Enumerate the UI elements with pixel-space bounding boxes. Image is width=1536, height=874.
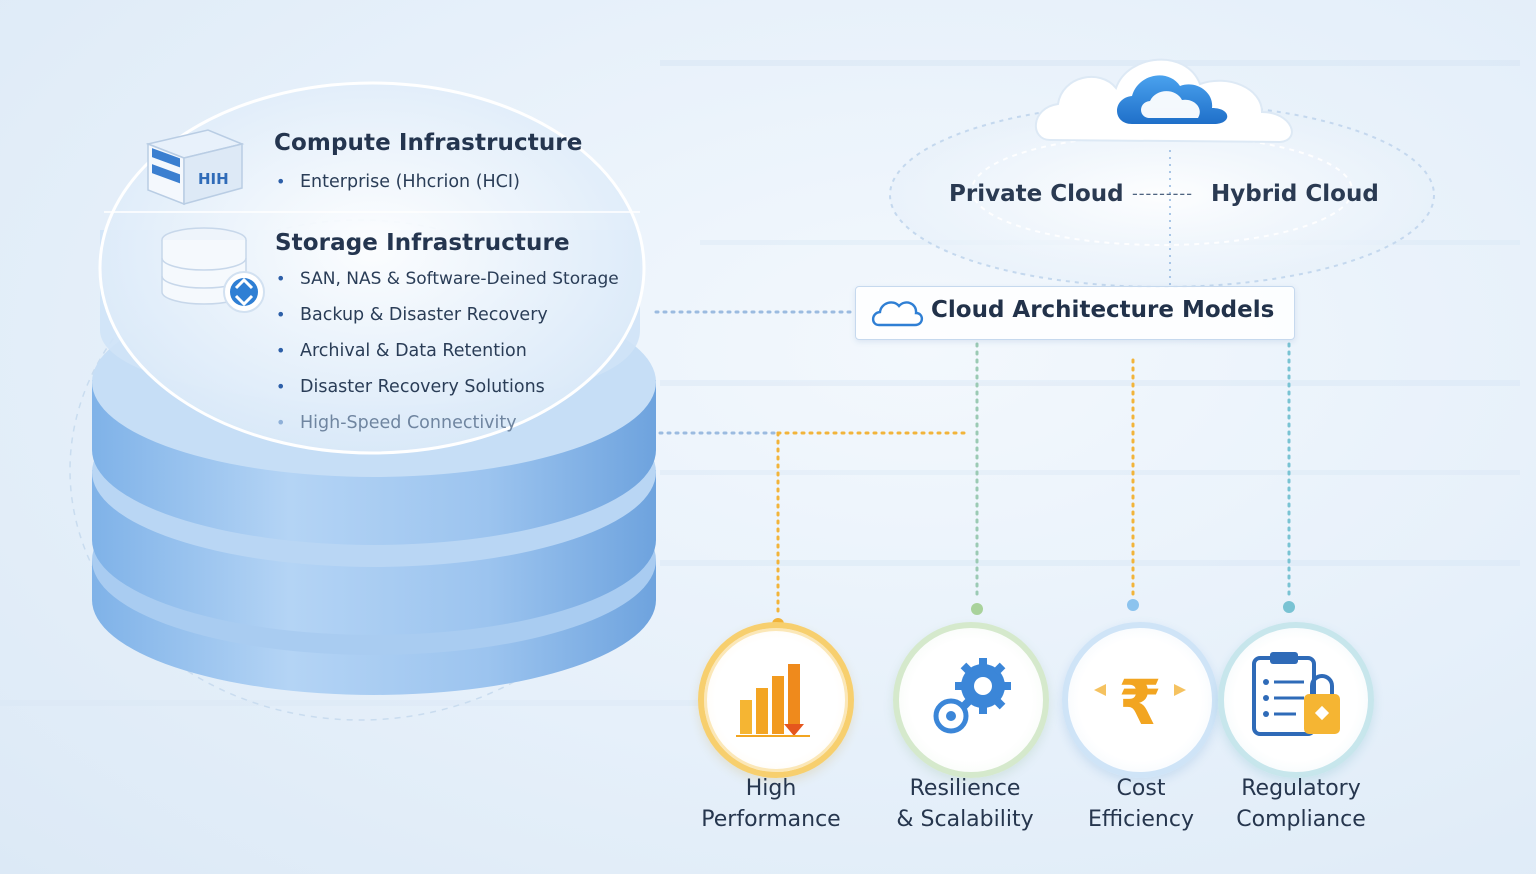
benefit-circle-compliance bbox=[1218, 622, 1374, 778]
cloud-icon bbox=[1034, 58, 1293, 144]
private-cloud-label: Private Cloud bbox=[949, 181, 1124, 207]
server-badge-text: HIH bbox=[198, 170, 229, 188]
hybrid-cloud-label: Hybrid Cloud bbox=[1211, 181, 1379, 207]
models-label: Cloud Architecture Models bbox=[931, 297, 1275, 323]
server-icon: HIH bbox=[145, 126, 246, 206]
storage-item: Archival & Data Retention bbox=[276, 341, 527, 361]
benefit-circle-performance bbox=[698, 622, 854, 778]
cloud-architecture-models-box bbox=[855, 286, 1295, 340]
compute-item: Enterprise (Hhcrion (HCI) bbox=[276, 172, 520, 192]
storage-item: High-Speed Connectivity bbox=[276, 413, 517, 433]
benefit-circle-cost: ₹ bbox=[1062, 622, 1218, 778]
storage-item: SAN, NAS & Software-Deined Storage bbox=[276, 269, 619, 289]
gears-icon bbox=[933, 658, 1011, 734]
storage-heading: Storage Infrastructure bbox=[275, 230, 570, 256]
compute-heading: Compute Infrastructure bbox=[274, 130, 583, 156]
benefit-label-resilience: Resilience& Scalability bbox=[896, 776, 1034, 832]
rupee-icon: ₹ bbox=[1094, 666, 1186, 739]
svg-text:₹: ₹ bbox=[1118, 666, 1161, 739]
cloud-connector: --------- bbox=[1132, 184, 1193, 203]
database-icon bbox=[158, 226, 266, 318]
storage-item: Disaster Recovery Solutions bbox=[276, 377, 545, 397]
bar-chart-icon bbox=[736, 664, 810, 737]
clipboard-lock-icon bbox=[1252, 652, 1340, 736]
benefit-circle-resilience bbox=[893, 622, 1049, 778]
storage-item: Backup & Disaster Recovery bbox=[276, 305, 548, 325]
cloud-outline-icon bbox=[869, 295, 925, 329]
